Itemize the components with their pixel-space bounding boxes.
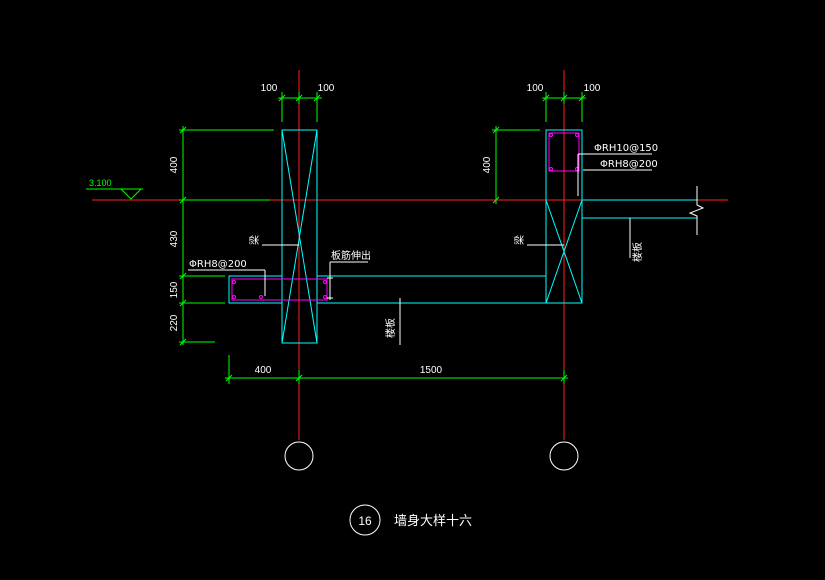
right-rebar-stirrup	[548, 132, 580, 172]
right-beam-label: 梁	[513, 235, 526, 245]
left-column-cross-2	[281, 129, 318, 344]
left-rebar-stirrup	[231, 278, 328, 301]
right-column-cross-2	[545, 199, 583, 304]
right-column	[545, 129, 583, 304]
rebar	[231, 132, 580, 301]
structure	[228, 129, 705, 344]
dim-bottom-2: 1500	[420, 365, 443, 376]
bottom-slab	[317, 275, 546, 304]
break-line	[688, 186, 705, 235]
leader-lines	[188, 153, 652, 345]
title-number: 16	[358, 514, 372, 528]
dim-left-vertical-1: 400	[169, 156, 180, 173]
dim-bottom-1: 400	[255, 365, 272, 376]
right-slab	[582, 199, 697, 219]
right-axis-bubble	[549, 441, 579, 471]
drawing-title: 墙身大样十六	[394, 513, 472, 529]
dim-left-vertical-2: 430	[169, 230, 180, 247]
right-rebar-label-2: ΦRH8@200	[600, 159, 658, 170]
dim-left-col-top-right: 100	[318, 83, 335, 94]
left-axis-bubble	[284, 441, 314, 471]
slab-bottom-label: 楼板	[384, 318, 397, 338]
left-rebar-label: ΦRH8@200	[189, 259, 247, 270]
level-triangle	[120, 188, 142, 200]
level-elevation: 3.100	[89, 178, 112, 188]
dim-right-vertical-1: 400	[482, 156, 493, 173]
left-slab-stub	[228, 275, 282, 304]
slab-extend-label: 板筋伸出	[331, 249, 371, 262]
dim-left-col-top-left: 100	[261, 83, 278, 94]
left-beam-label: 梁	[248, 235, 261, 245]
dim-right-col-top-left: 100	[527, 83, 544, 94]
title-number-circle	[349, 504, 381, 536]
rebar-dots	[232, 133, 579, 299]
slab-right-label: 楼板	[631, 242, 644, 262]
dim-left-vertical-3: 150	[169, 281, 180, 298]
dim-right-col-top-right: 100	[584, 83, 601, 94]
right-rebar-label-1: ΦRH10@150	[594, 143, 658, 154]
left-column	[281, 129, 318, 344]
dimension-lines	[86, 92, 586, 384]
dim-left-vertical-4: 220	[169, 314, 180, 331]
